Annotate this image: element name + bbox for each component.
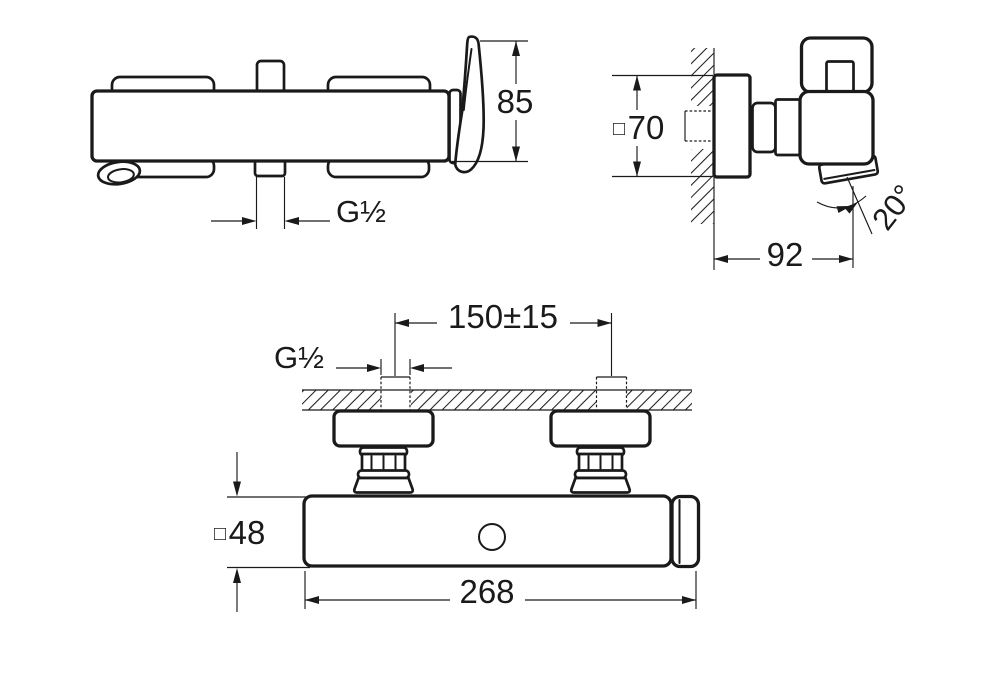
dim-85: 85 bbox=[452, 40, 534, 163]
dim-70-lines bbox=[612, 74, 713, 178]
dim-92: 92 bbox=[714, 186, 854, 273]
dim-92-lines bbox=[714, 186, 854, 268]
dim-g12-top-label: G½ bbox=[336, 194, 386, 229]
front-view-end-cap bbox=[670, 494, 701, 569]
dim-268-label: 268 bbox=[459, 573, 514, 610]
dim-g12-front-lines bbox=[336, 359, 452, 375]
dim-20deg: 20° bbox=[816, 176, 922, 237]
front-view: 150±15 G½ □ 48 bbox=[214, 298, 701, 612]
front-view-wall bbox=[302, 389, 692, 411]
wall-hatch-lower bbox=[691, 149, 714, 224]
side-view-handle-neck bbox=[825, 60, 855, 94]
top-view-spout-outlet bbox=[96, 160, 142, 186]
dim-g12-top-lines bbox=[211, 177, 330, 229]
dim-20deg-label: 20° bbox=[865, 178, 921, 236]
wall-hatch-mid bbox=[411, 390, 597, 410]
dim-150-label: 150±15 bbox=[448, 298, 558, 335]
dim-48: □ 48 bbox=[214, 452, 310, 612]
dim-268: 268 bbox=[304, 571, 697, 610]
dim-92-label: 92 bbox=[767, 236, 804, 273]
top-view-handle bbox=[448, 35, 486, 174]
side-view-wall bbox=[691, 48, 715, 270]
dim-48-lines bbox=[227, 452, 310, 612]
dim-20deg-lines bbox=[816, 176, 873, 235]
front-view-button bbox=[478, 523, 506, 551]
dim-268-lines bbox=[304, 571, 697, 609]
dim-70-square-symbol: □ bbox=[613, 118, 625, 140]
dim-150: 150±15 bbox=[394, 298, 613, 376]
wall-hatch-upper bbox=[691, 48, 714, 106]
union-nut-left bbox=[352, 446, 415, 494]
top-view-body bbox=[90, 89, 451, 163]
wall-hatch-left bbox=[302, 390, 381, 410]
dim-85-lines bbox=[452, 40, 528, 163]
union-nut-right bbox=[569, 446, 632, 494]
side-view-connector-1 bbox=[751, 101, 777, 154]
dim-g12-front: G½ bbox=[274, 340, 452, 375]
escutcheon-left bbox=[332, 409, 435, 448]
side-view-wall-plate bbox=[712, 73, 752, 179]
escutcheon-right bbox=[549, 409, 652, 448]
side-view-handle bbox=[799, 36, 874, 94]
dim-85-label: 85 bbox=[497, 83, 534, 120]
front-view-supply-pipe-right bbox=[595, 376, 628, 410]
top-view: 85 G½ bbox=[90, 35, 534, 229]
side-view-connector-2 bbox=[774, 98, 802, 157]
dim-70: □ 70 bbox=[612, 74, 713, 178]
front-view-supply-pipe-left bbox=[380, 376, 411, 410]
dim-g12-top: G½ bbox=[211, 177, 386, 229]
dim-48-square-symbol: □ bbox=[214, 523, 226, 545]
side-view-supply-pipe bbox=[684, 110, 714, 142]
dim-48-label: 48 bbox=[229, 514, 266, 551]
side-view: □ 70 92 20° bbox=[612, 36, 922, 273]
dim-g12-front-label: G½ bbox=[274, 340, 324, 375]
dim-150-lines bbox=[394, 313, 613, 376]
wall-hatch-right bbox=[627, 390, 692, 410]
front-view-body bbox=[302, 494, 673, 568]
side-view-body bbox=[798, 89, 875, 166]
dim-70-label: 70 bbox=[628, 109, 665, 146]
